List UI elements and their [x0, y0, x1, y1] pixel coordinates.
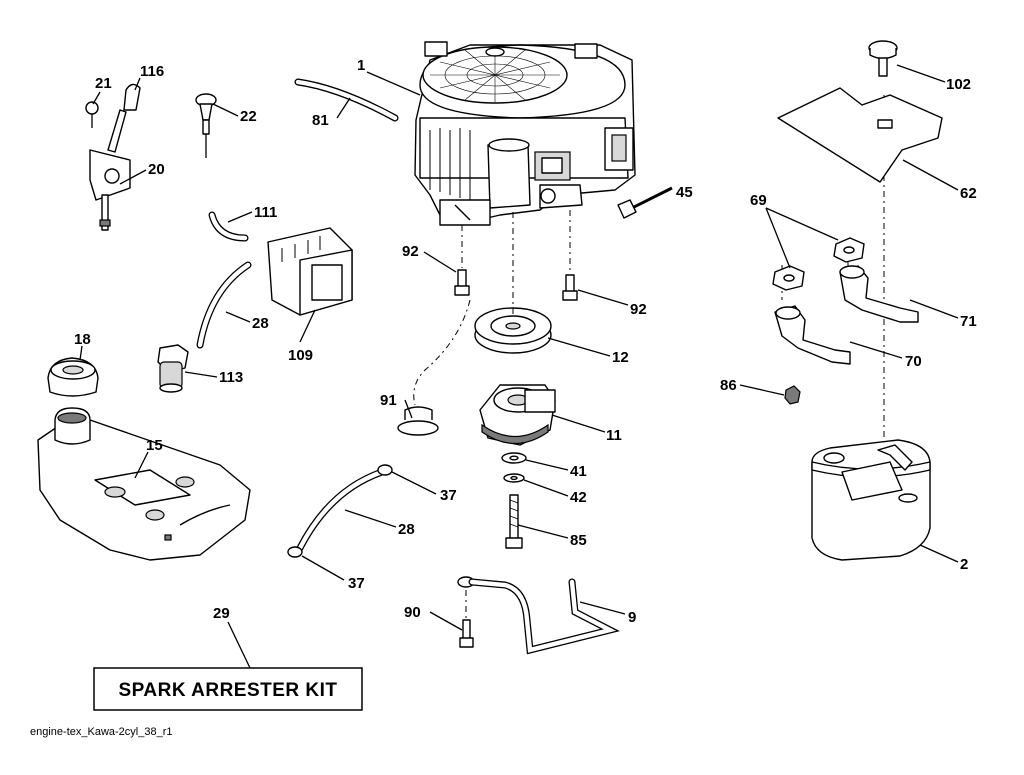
exhaust-pipe-70	[774, 305, 851, 365]
exhaust-pipe-71	[839, 265, 919, 323]
callout-71: 71	[960, 313, 977, 330]
callout-102: 102	[946, 76, 971, 93]
gasket-lower	[772, 265, 805, 291]
callout-20: 20	[148, 161, 165, 178]
washer-42	[503, 473, 525, 483]
bolt-92-left	[454, 269, 470, 296]
fuel-tank	[37, 407, 251, 561]
pulley	[474, 307, 552, 354]
callout-18: 18	[74, 331, 91, 348]
spark-arrester-kit: SPARK ARRESTER KIT	[93, 667, 363, 711]
electric-clutch	[479, 384, 556, 446]
callout-41: 41	[570, 463, 587, 480]
callout-92-right: 92	[630, 301, 647, 318]
fuel-cap	[47, 357, 99, 397]
nut-86	[784, 385, 801, 405]
engine-module	[267, 227, 353, 316]
callout-28-lower: 28	[398, 521, 415, 538]
callout-numbers: 1 2 9 11 12 15 18 20 21 22 28 28 29 37 3…	[74, 57, 977, 626]
callout-9: 9	[628, 609, 636, 626]
callout-21: 21	[95, 75, 112, 92]
engine	[414, 41, 636, 226]
callout-116: 116	[140, 63, 164, 80]
callout-22: 22	[240, 108, 257, 125]
bolt-85	[505, 494, 523, 549]
callout-90: 90	[404, 604, 421, 621]
callout-111: 111	[254, 204, 277, 221]
gasket-upper	[833, 237, 865, 263]
callout-69: 69	[750, 192, 767, 209]
callout-15: 15	[146, 437, 163, 454]
fuel-line-111	[208, 211, 249, 242]
callout-92-left: 92	[402, 243, 419, 260]
oil-drain-hose	[294, 78, 399, 122]
leader-lines	[79, 64, 959, 669]
callout-42: 42	[570, 489, 587, 506]
callout-85: 85	[570, 532, 587, 549]
fuel-line-lower	[296, 468, 386, 552]
callout-29: 29	[213, 605, 230, 622]
callout-109: 109	[288, 347, 313, 364]
callout-45: 45	[676, 184, 693, 201]
choke-knob	[195, 93, 217, 158]
fuel-filter	[157, 344, 189, 393]
hose-clamp-lower	[287, 546, 303, 558]
washer-41	[501, 452, 527, 464]
callout-62: 62	[960, 185, 977, 202]
callout-86: 86	[720, 377, 737, 394]
oil-drain-fitting	[397, 406, 439, 436]
callout-28-upper: 28	[252, 315, 269, 332]
callout-2: 2	[960, 556, 968, 573]
bolt-90	[459, 619, 474, 648]
callout-37-upper: 37	[440, 487, 457, 504]
heat-shield	[777, 87, 943, 183]
callout-37-lower: 37	[348, 575, 365, 592]
muffler-knob	[868, 40, 898, 77]
hose-clamp-upper	[377, 464, 393, 476]
bolt-92-right	[562, 274, 578, 301]
rod	[457, 576, 620, 655]
throttle-control	[85, 83, 141, 231]
muffler	[811, 439, 931, 561]
callout-11: 11	[606, 427, 622, 444]
callout-81: 81	[312, 112, 329, 129]
callout-12: 12	[612, 349, 629, 366]
callout-70: 70	[905, 353, 922, 370]
fuel-line-upper	[196, 261, 252, 349]
callout-1: 1	[357, 57, 365, 74]
kit-label: SPARK ARRESTER KIT	[118, 680, 337, 701]
callout-91: 91	[380, 392, 397, 409]
diagram-caption: engine-tex_Kawa-2cyl_38_r1	[30, 726, 172, 738]
callout-113: 113	[219, 369, 243, 386]
